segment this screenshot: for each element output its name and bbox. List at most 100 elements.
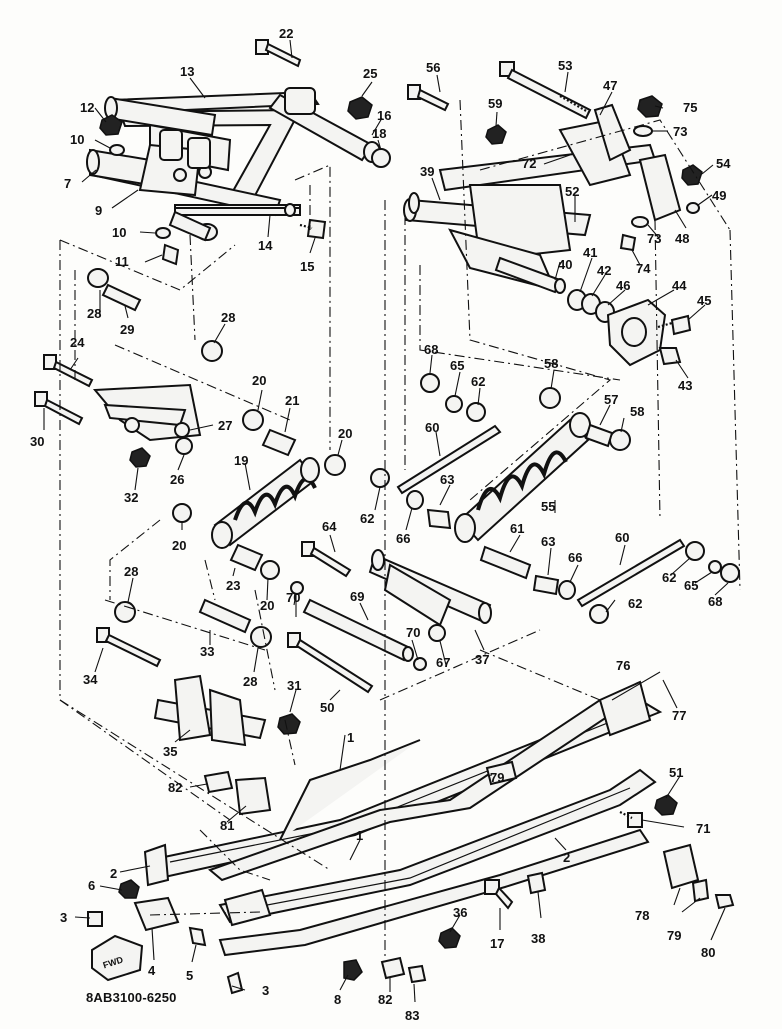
callout-28c: 28 xyxy=(124,564,138,579)
callout-54: 54 xyxy=(716,156,731,171)
callout-59: 59 xyxy=(488,96,502,111)
callout-62d: 62 xyxy=(628,596,642,611)
callout-66b: 66 xyxy=(568,550,582,565)
callout-28d: 28 xyxy=(243,674,257,689)
callout-27: 27 xyxy=(218,418,232,433)
callout-36: 36 xyxy=(453,905,467,920)
callout-49: 49 xyxy=(712,188,726,203)
callout-14: 14 xyxy=(258,238,273,253)
callout-74: 74 xyxy=(636,261,651,276)
callout-1a: 1 xyxy=(347,730,354,745)
callout-83: 83 xyxy=(405,1008,419,1023)
callout-62c: 62 xyxy=(662,570,676,585)
callout-2a: 2 xyxy=(110,866,117,881)
callout-39: 39 xyxy=(420,164,434,179)
callout-16: 16 xyxy=(377,108,391,123)
callout-33: 33 xyxy=(200,644,214,659)
callout-17: 17 xyxy=(490,936,504,951)
callout-75: 75 xyxy=(683,100,697,115)
callout-57: 57 xyxy=(604,392,618,407)
callout-69: 69 xyxy=(350,589,364,604)
callout-31: 31 xyxy=(287,678,301,693)
callout-1b: 1 xyxy=(356,828,363,843)
callout-3b: 3 xyxy=(262,983,269,998)
callout-7: 7 xyxy=(64,176,71,191)
callout-12: 12 xyxy=(80,100,94,115)
callout-62b: 62 xyxy=(360,511,374,526)
callout-51: 51 xyxy=(669,765,683,780)
callout-62a: 62 xyxy=(471,374,485,389)
callout-55: 55 xyxy=(541,499,555,514)
slide-rail-assembly xyxy=(87,680,735,995)
callout-60a: 60 xyxy=(425,420,439,435)
callout-48: 48 xyxy=(675,231,689,246)
callout-11: 11 xyxy=(115,254,129,269)
callout-6: 6 xyxy=(88,878,95,893)
callout-28a: 28 xyxy=(87,306,101,321)
callout-60b: 60 xyxy=(615,530,629,545)
lower-link-assembly xyxy=(96,598,301,747)
callout-22: 22 xyxy=(279,26,293,41)
callout-78: 78 xyxy=(635,908,649,923)
callout-10b: 10 xyxy=(112,225,126,240)
fwd-direction-arrow: FWD xyxy=(91,934,144,982)
callout-3a: 3 xyxy=(60,910,67,925)
rear-arm-assembly xyxy=(403,61,703,367)
front-arm-assembly xyxy=(86,39,391,266)
front-shock-absorber xyxy=(172,409,346,580)
callout-43: 43 xyxy=(678,378,692,393)
catalog-code-label: 8AB3100-6250 xyxy=(86,990,177,1005)
left-link-bracket xyxy=(34,268,223,468)
callout-46: 46 xyxy=(616,278,630,293)
callout-40: 40 xyxy=(558,257,572,272)
callout-70b: 70 xyxy=(406,625,420,640)
callout-44: 44 xyxy=(672,278,687,293)
callout-63a: 63 xyxy=(440,472,454,487)
center-link-assembly xyxy=(287,541,492,694)
callout-26: 26 xyxy=(170,472,184,487)
callout-30: 30 xyxy=(30,434,44,449)
callout-70a: 70 xyxy=(286,590,300,605)
callout-72: 72 xyxy=(522,156,536,171)
callout-68a: 68 xyxy=(424,342,438,357)
callout-61: 61 xyxy=(510,521,524,536)
callout-24: 24 xyxy=(70,335,85,350)
callout-73b: 73 xyxy=(647,231,661,246)
callout-41: 41 xyxy=(583,245,597,260)
callout-79b: 79 xyxy=(667,928,681,943)
callout-58a: 58 xyxy=(544,356,558,371)
callout-20d: 20 xyxy=(260,598,274,613)
callout-58b: 58 xyxy=(630,404,644,419)
callout-73a: 73 xyxy=(673,124,687,139)
callout-8: 8 xyxy=(334,992,341,1007)
callout-50: 50 xyxy=(320,700,334,715)
rear-shock-absorber xyxy=(370,373,740,624)
callout-labels: 1 1 2 2 3 3 4 5 6 7 8 9 10 10 11 12 13 1… xyxy=(30,26,731,1023)
callout-42: 42 xyxy=(597,263,611,278)
callout-20a: 20 xyxy=(252,373,266,388)
callout-56: 56 xyxy=(426,60,440,75)
callout-82b: 82 xyxy=(378,992,392,1007)
callout-25: 25 xyxy=(363,66,377,81)
callout-10a: 10 xyxy=(70,132,84,147)
callout-4: 4 xyxy=(148,963,156,978)
callout-32: 32 xyxy=(124,490,138,505)
callout-20c: 20 xyxy=(172,538,186,553)
callout-81: 81 xyxy=(220,818,234,833)
callout-18: 18 xyxy=(372,126,386,141)
callout-23: 23 xyxy=(226,578,240,593)
callout-19: 19 xyxy=(234,453,248,468)
callout-76: 76 xyxy=(616,658,630,673)
callout-2b: 2 xyxy=(563,850,570,865)
callout-13: 13 xyxy=(180,64,194,79)
alignment-lines xyxy=(59,99,741,960)
callout-38: 38 xyxy=(531,931,545,946)
callout-9: 9 xyxy=(95,203,102,218)
callout-28b: 28 xyxy=(221,310,235,325)
callout-5: 5 xyxy=(186,968,193,983)
callout-77: 77 xyxy=(672,708,686,723)
callout-71: 71 xyxy=(696,821,710,836)
callout-37: 37 xyxy=(475,652,489,667)
